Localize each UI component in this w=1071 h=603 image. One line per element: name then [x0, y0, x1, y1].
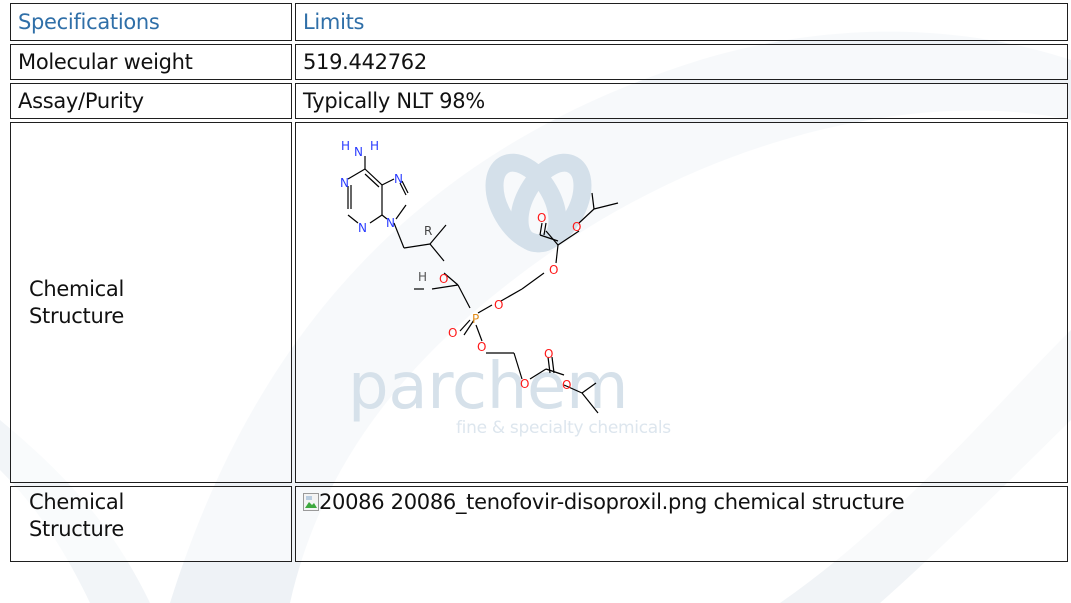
atom-o-ester1: O — [549, 263, 558, 277]
atom-n-amine: N — [354, 145, 363, 159]
atom-labels: H N H N N N N R H O P O O O O O O — [340, 139, 581, 392]
atom-o-ester4: O — [562, 378, 571, 392]
row-value-assay-purity: Typically NLT 98% — [295, 83, 1068, 119]
atom-o-carbonyl2: O — [544, 347, 553, 361]
header-limits: Limits — [295, 3, 1068, 41]
chemical-structure-image-cell: parchem fine & specialty chemicals — [295, 122, 1068, 483]
parchem-watermark: parchem fine & specialty chemicals — [348, 153, 672, 438]
watermark-brand: parchem — [348, 350, 628, 424]
specifications-table: Specifications Limits Molecular weight 5… — [7, 0, 1071, 565]
row-label-chemical-structure: Chemical Structure — [10, 122, 292, 483]
atom-n7: N — [394, 172, 403, 186]
row-value-chemical-structure-2: 20086 20086_tenofovir-disoproxil.png che… — [295, 486, 1068, 562]
chemical-structure-diagram: parchem fine & specialty chemicals — [340, 139, 672, 438]
atom-o-p1: O — [494, 298, 503, 312]
atom-n1: N — [340, 176, 349, 190]
atom-o-ester2: O — [572, 220, 581, 234]
bond-lines — [347, 156, 619, 414]
atom-o-phosphoryl: O — [448, 326, 457, 340]
row-label-assay-purity: Assay/Purity — [10, 83, 292, 119]
table-row: Assay/Purity Typically NLT 98% — [10, 83, 1068, 119]
atom-h-stereo: H — [418, 270, 427, 284]
row-label-molecular-weight: Molecular weight — [10, 44, 292, 80]
header-specifications: Specifications — [10, 3, 292, 41]
row-label-chemical-structure-2: Chemical Structure — [10, 486, 292, 562]
atom-o-ester3: O — [520, 377, 529, 391]
table-row: Chemical Structure 20086 20086_tenofovir… — [10, 486, 1068, 562]
atom-h2: H — [370, 139, 379, 153]
atom-phosphorus: P — [472, 312, 479, 326]
table-row: Molecular weight 519.442762 — [10, 44, 1068, 80]
broken-image-alt-text: 20086 20086_tenofovir-disoproxil.png che… — [319, 490, 905, 514]
atom-o-ether: O — [439, 272, 448, 286]
atom-h1: H — [341, 139, 350, 153]
row-value-molecular-weight: 519.442762 — [295, 44, 1068, 80]
atom-stereo-r: R — [424, 224, 432, 238]
atom-n9: N — [386, 216, 395, 230]
table-row: Chemical Structure parchem fine & specia… — [10, 122, 1068, 483]
broken-image-icon — [303, 493, 319, 511]
table-header-row: Specifications Limits — [10, 3, 1068, 41]
atom-o-carbonyl1: O — [537, 211, 546, 225]
atom-o-p2: O — [477, 340, 486, 354]
atom-n3: N — [358, 221, 367, 235]
watermark-tagline: fine & specialty chemicals — [456, 418, 671, 438]
